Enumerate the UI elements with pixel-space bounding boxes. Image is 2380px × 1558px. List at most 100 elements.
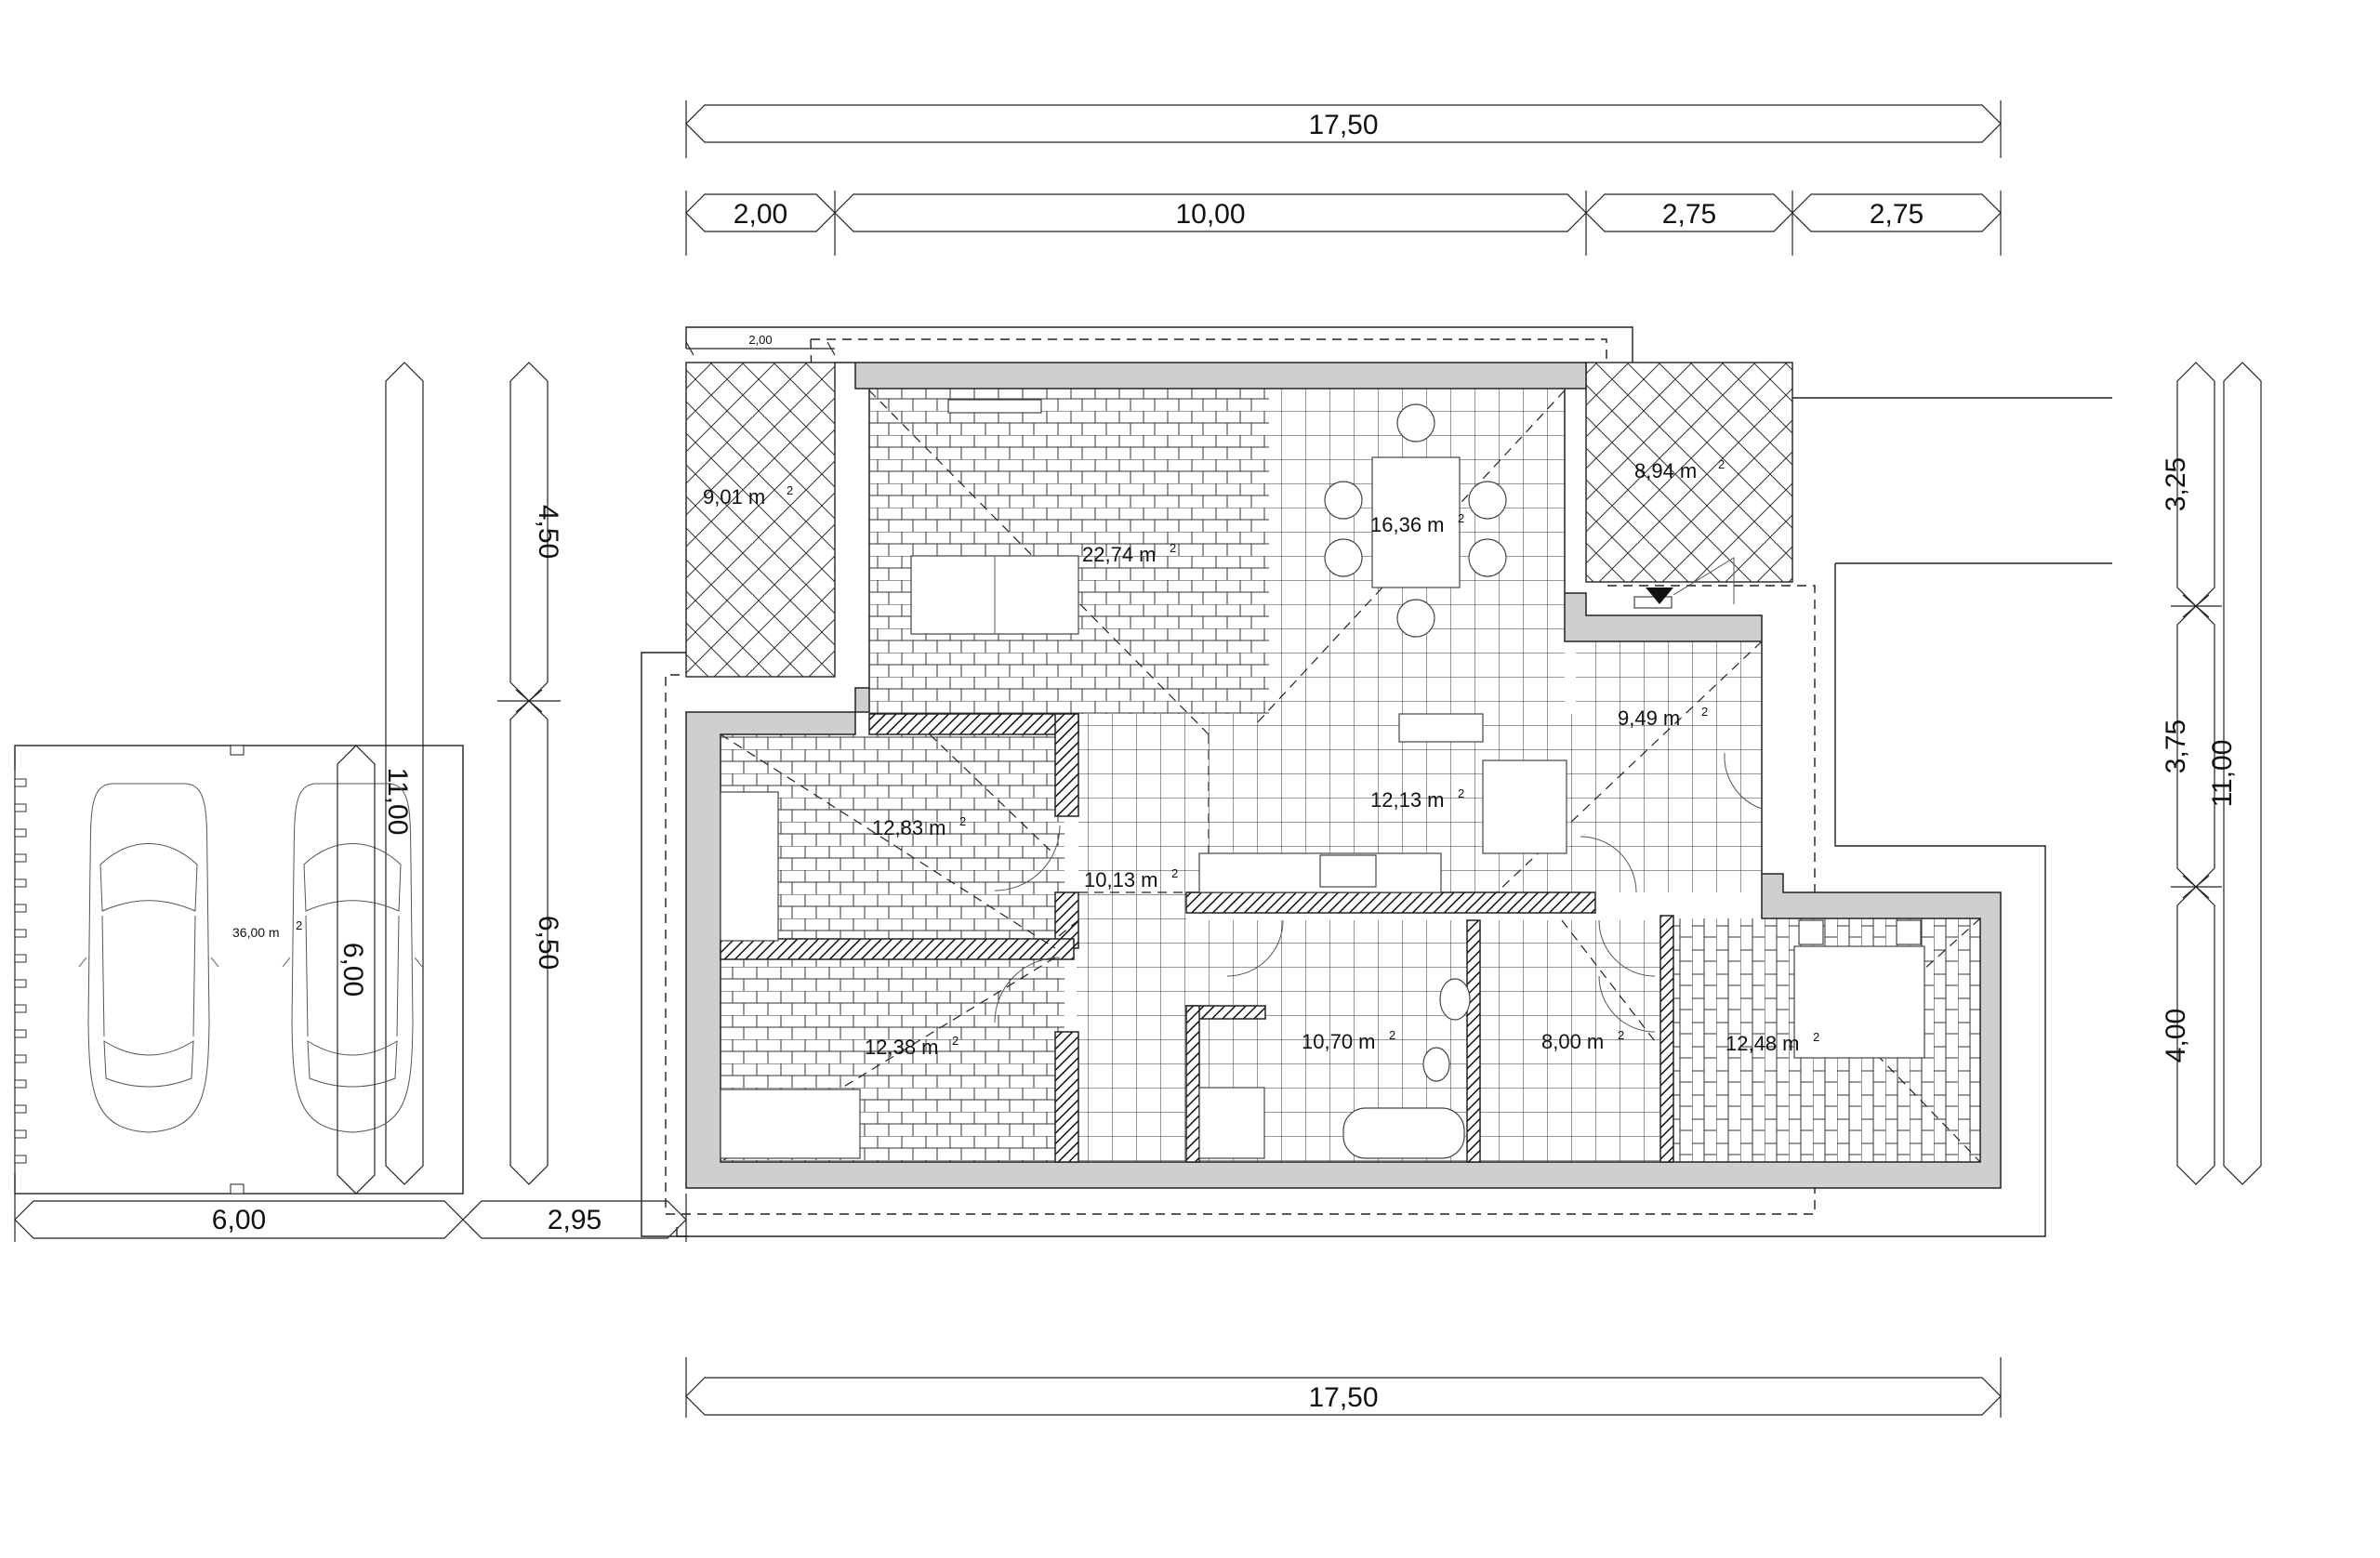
- right-total-dimension: 11,00: [2207, 362, 2262, 1185]
- top-total-label: 17,50: [1308, 110, 1378, 140]
- svg-text:2: 2: [1458, 786, 1464, 800]
- site-lines: [641, 326, 2112, 1237]
- label-terrace-left: 9,01 m 2: [703, 483, 793, 508]
- left-dimension-chain: 4,50 6,50: [497, 362, 563, 1185]
- svg-text:2: 2: [1171, 866, 1178, 880]
- rail-tick: [14, 979, 27, 988]
- rail-tick: [14, 929, 27, 938]
- svg-text:16,36 m: 16,36 m: [1370, 513, 1445, 536]
- washbasin: [1439, 978, 1471, 1021]
- svg-text:12,13 m: 12,13 m: [1370, 788, 1445, 812]
- label-hall: 10,13 m 2: [1084, 866, 1178, 891]
- svg-text:2: 2: [952, 1034, 959, 1048]
- left-inner-dimension: 11,00: [382, 362, 424, 1185]
- rail-tick: [14, 1004, 27, 1013]
- shower: [1198, 1087, 1265, 1159]
- svg-text:12,48 m: 12,48 m: [1726, 1032, 1800, 1055]
- wardrobe-bedroom-1: [720, 791, 779, 942]
- top-dimension-total: 17,50: [685, 100, 2002, 158]
- bottom-dimension-total: 17,50: [685, 1357, 2002, 1418]
- label-entry: 9,49 m 2: [1618, 705, 1708, 730]
- label-bedroom-2: 12,38 m 2: [865, 1034, 959, 1059]
- bottom-left-dimensions: 6,00 2,95: [14, 1194, 687, 1242]
- svg-text:8,00 m: 8,00 m: [1541, 1030, 1604, 1053]
- svg-text:2: 2: [1618, 1028, 1624, 1042]
- svg-text:2: 2: [1458, 511, 1464, 525]
- svg-text:10,13 m: 10,13 m: [1084, 868, 1158, 891]
- label-wardrobe: 8,00 m 2: [1541, 1028, 1624, 1053]
- svg-text:12,83 m: 12,83 m: [872, 816, 946, 839]
- top-segment-2: 10,00: [1175, 199, 1245, 230]
- terrace-right: [1585, 362, 1793, 583]
- garage-depth-label: 6,00: [337, 943, 368, 997]
- right-total-label: 11,00: [2207, 740, 2238, 808]
- right-dim-2: 3,75: [2161, 720, 2191, 773]
- rail-tick: [14, 1054, 27, 1063]
- toilet: [1422, 1047, 1450, 1082]
- doors: [994, 557, 1763, 1033]
- svg-text:2: 2: [1701, 705, 1708, 719]
- interior-walls: [720, 713, 1674, 1163]
- svg-text:22,74 m: 22,74 m: [1082, 543, 1157, 566]
- garage: 36,00 m 2 6,00: [14, 745, 464, 1195]
- top-dimension-segments: 2,00 10,00 2,75 2,75: [685, 191, 2002, 256]
- rail-tick: [14, 1129, 27, 1139]
- car-right: [282, 783, 423, 1133]
- entrance-arrow: [1646, 588, 1673, 604]
- furniture: [720, 399, 1925, 1159]
- rail-tick: [14, 803, 27, 812]
- rail-tick: [14, 1079, 27, 1089]
- svg-text:2: 2: [959, 814, 966, 828]
- rail-tick: [14, 778, 27, 787]
- svg-text:2: 2: [1389, 1028, 1395, 1042]
- svg-text:36,00 m: 36,00 m: [232, 925, 280, 940]
- svg-text:2: 2: [787, 483, 793, 497]
- svg-text:12,38 m: 12,38 m: [865, 1036, 939, 1059]
- desk-bedroom-2: [720, 1089, 861, 1159]
- rail-tick: [14, 878, 27, 888]
- rail-tick: [14, 1029, 27, 1038]
- right-dim-1: 3,25: [2161, 457, 2191, 511]
- kitchen-counter-top: [1398, 713, 1484, 743]
- exterior-walls: [685, 362, 2002, 1189]
- bed: [1793, 945, 1925, 1059]
- garage-width-label: 6,00: [212, 1205, 266, 1235]
- small-top-dimension: 2,00: [685, 333, 836, 356]
- svg-text:2: 2: [1170, 541, 1176, 555]
- svg-text:10,70 m: 10,70 m: [1302, 1030, 1376, 1053]
- rail-tick: [14, 954, 27, 963]
- dining-table: [1371, 456, 1461, 588]
- stove: [1319, 854, 1377, 888]
- label-bedroom-1: 12,83 m 2: [872, 814, 966, 839]
- car-left: [78, 783, 219, 1133]
- label-living: 22,74 m 2: [1082, 541, 1176, 566]
- garage-rail-ticks: [14, 778, 27, 1164]
- right-dimension-chain: 3,25 3,75 4,00: [2161, 362, 2222, 1185]
- left-dim-1: 4,50: [533, 505, 563, 559]
- kitchen-island: [1482, 759, 1567, 854]
- small-top-label: 2,00: [748, 333, 772, 347]
- svg-text:9,01 m: 9,01 m: [703, 485, 765, 508]
- svg-text:8,94 m: 8,94 m: [1634, 459, 1697, 482]
- svg-text:2: 2: [1718, 457, 1725, 471]
- right-dim-3: 4,00: [2161, 1009, 2191, 1063]
- garage-offset-label: 2,95: [548, 1205, 602, 1235]
- label-bathroom: 10,70 m 2: [1302, 1028, 1395, 1053]
- top-segment-1: 2,00: [734, 199, 787, 230]
- svg-text:9,49 m: 9,49 m: [1618, 706, 1680, 730]
- top-segment-4: 2,75: [1870, 199, 1924, 230]
- left-dim-2: 6,50: [533, 916, 563, 970]
- label-kitchen: 12,13 m 2: [1370, 786, 1464, 812]
- label-terrace-right: 8,94 m 2: [1634, 457, 1725, 482]
- bottom-total-label: 17,50: [1308, 1382, 1378, 1413]
- step: [1633, 596, 1673, 609]
- rail-tick: [14, 828, 27, 838]
- top-segment-3: 2,75: [1662, 199, 1716, 230]
- bathtub: [1342, 1107, 1465, 1159]
- label-dining: 16,36 m 2: [1370, 511, 1464, 536]
- tv-unit: [947, 399, 1042, 414]
- svg-text:2: 2: [296, 918, 302, 932]
- room-labels: 9,01 m 2 22,74 m 2 16,36 m 2 8,94 m 2 12,13 …: [703, 457, 1819, 1059]
